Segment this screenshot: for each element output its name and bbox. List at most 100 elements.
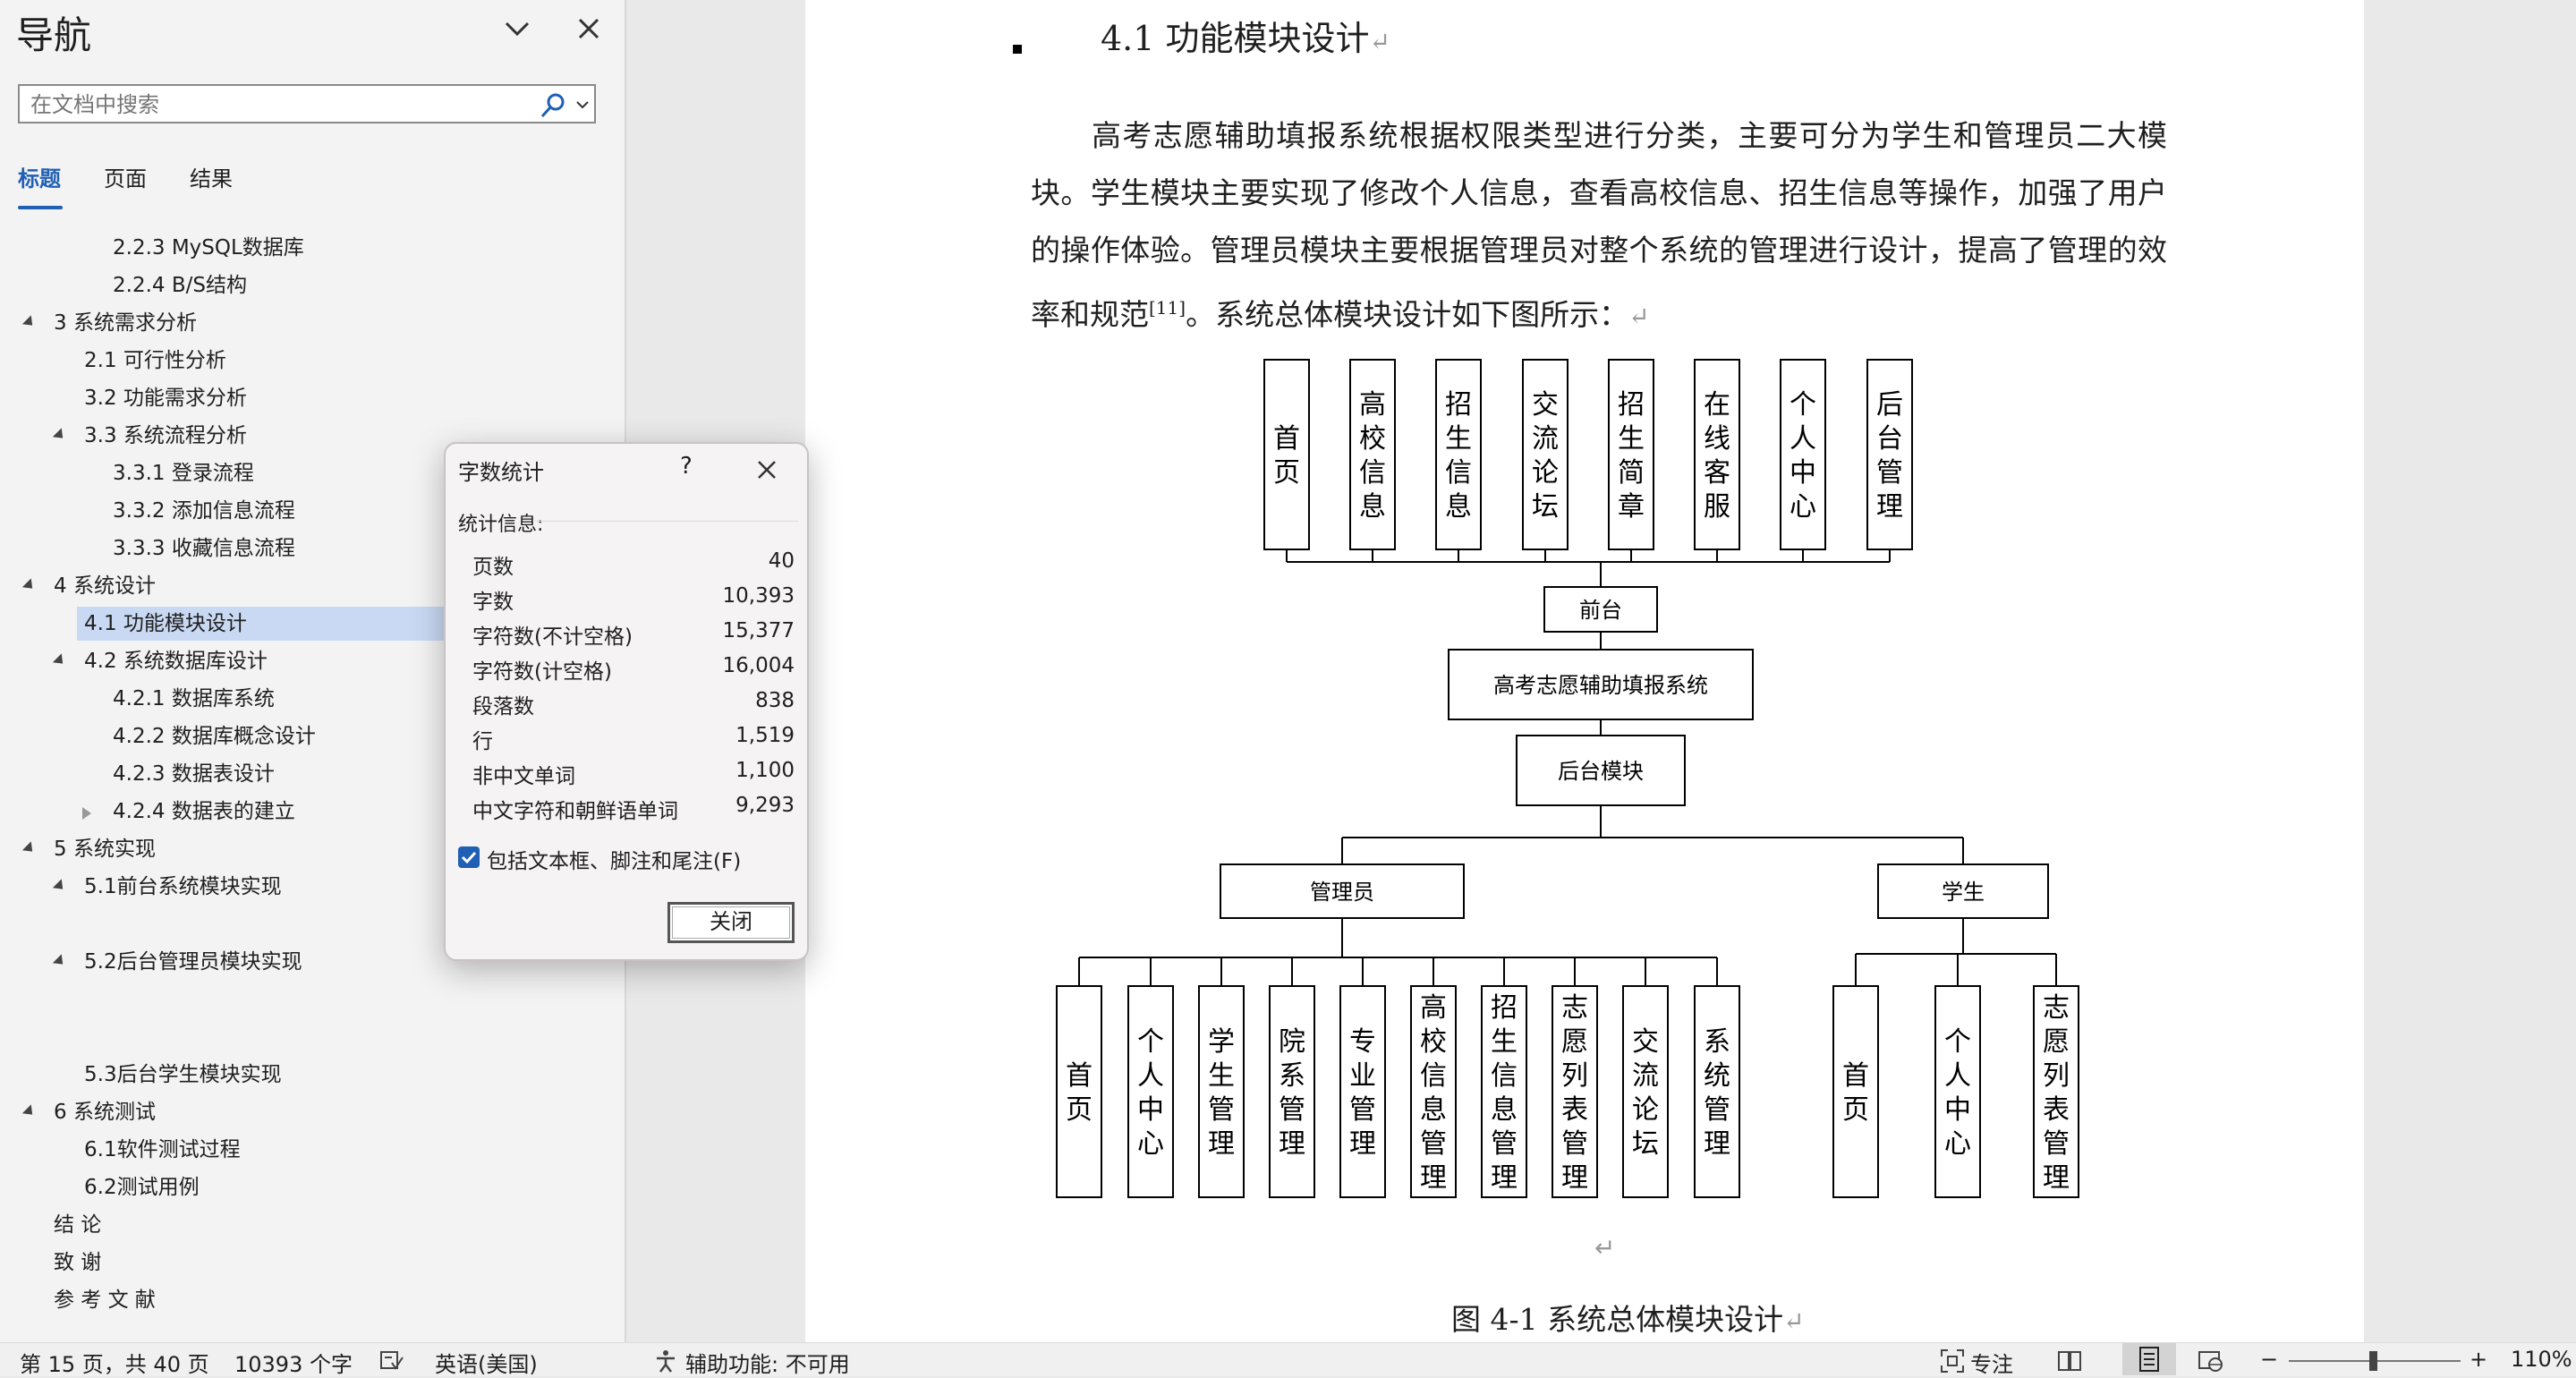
module-box [1263, 359, 1310, 550]
search-options-chevron-icon[interactable] [574, 97, 591, 113]
outline-item[interactable]: 3.3.1 登录流程 [113, 456, 254, 490]
module-box [1934, 985, 1981, 1198]
outline-item[interactable]: 2.1 可行性分析 [84, 344, 226, 378]
expand-triangle-icon[interactable] [21, 315, 38, 330]
focus-icon[interactable] [1940, 1348, 1965, 1374]
stat-value: 40 [768, 549, 795, 573]
zoom-in-button[interactable]: + [2470, 1347, 2488, 1372]
expand-triangle-icon[interactable] [52, 954, 68, 969]
outline-item[interactable]: 3.3.2 添加信息流程 [113, 494, 295, 528]
module-label: 个人中心 [1790, 389, 1816, 523]
expand-triangle-icon[interactable] [52, 653, 68, 668]
outline-item-label: 5.2后台管理员模块实现 [84, 950, 302, 974]
outline-item-label: 4.2 系统数据库设计 [84, 650, 268, 673]
module-label: 招生简章 [1618, 389, 1645, 523]
outline-item[interactable]: 4.2.1 数据库系统 [113, 682, 275, 716]
body-paragraph[interactable]: 高考志愿辅助填报系统根据权限类型进行分类，主要可分为学生和管理员二大模块。学生模… [1031, 118, 2167, 332]
search-icon[interactable] [539, 91, 567, 120]
tab-headings[interactable]: 标题 [18, 166, 61, 191]
module-label: 首页 [1066, 1060, 1092, 1126]
section-heading: 4.1 功能模块设计↵ [1101, 19, 1390, 58]
proofing-icon[interactable] [379, 1350, 404, 1372]
tab-results[interactable]: 结果 [190, 166, 233, 191]
stat-label: 字符数(计空格) [472, 660, 612, 684]
outline-item[interactable]: 结 论 [54, 1208, 101, 1242]
outline-item[interactable]: 3.2 功能需求分析 [84, 381, 247, 415]
statistics-label: 统计信息: [458, 514, 544, 536]
collapsed-triangle-icon[interactable] [82, 807, 91, 820]
document-page: 4.1 功能模块设计↵ 高考志愿辅助填报系统根据权限类型进行分类，主要可分为学生… [805, 0, 2364, 1342]
module-label: 交流论坛 [1532, 389, 1559, 523]
outline-item[interactable]: 5.1前台系统模块实现 [52, 870, 282, 904]
outline-item[interactable]: 4.2 系统数据库设计 [52, 644, 268, 678]
outline-item[interactable]: 5 系统实现 [21, 832, 156, 866]
help-button[interactable]: ? [680, 453, 693, 480]
tab-pages[interactable]: 页面 [104, 166, 147, 191]
module-label: 在线客服 [1704, 389, 1730, 523]
system-box [1448, 649, 1754, 720]
module-box [1127, 985, 1174, 1198]
stat-row: 字符数(不计空格)15,377 [472, 619, 795, 653]
outline-item-label: 5.1前台系统模块实现 [84, 875, 282, 898]
stat-label: 字数 [472, 591, 514, 614]
expand-triangle-icon[interactable] [21, 578, 38, 593]
outline-item[interactable]: 4.1 功能模块设计 [77, 607, 451, 641]
outline-item[interactable]: 2.2.4 B/S结构 [113, 268, 247, 302]
web-layout-icon[interactable] [2198, 1348, 2224, 1374]
divider [535, 521, 798, 522]
outline-item[interactable]: 3.3.3 收藏信息流程 [113, 532, 295, 566]
outline-item[interactable]: 参 考 文 献 [54, 1283, 156, 1317]
outline-item[interactable]: 6.2测试用例 [84, 1170, 200, 1204]
close-button[interactable]: 关闭 [667, 902, 795, 943]
module-box [1349, 359, 1396, 550]
focus-mode-button[interactable]: 专注 [1970, 1352, 2013, 1377]
accessibility-icon[interactable] [653, 1348, 678, 1374]
outline-item-label: 6.1软件测试过程 [84, 1138, 241, 1161]
outline-item-label: 3 系统需求分析 [54, 311, 197, 335]
expand-triangle-icon[interactable] [21, 841, 38, 856]
include-textboxes-label[interactable]: 包括文本框、脚注和尾注(F) [487, 850, 742, 873]
module-label: 系统管理 [1704, 1026, 1730, 1160]
zoom-out-button[interactable]: − [2260, 1347, 2279, 1372]
search-input[interactable] [29, 88, 551, 122]
module-label: 招生信息 [1445, 389, 1472, 523]
expand-triangle-icon[interactable] [21, 1104, 38, 1119]
outline-item[interactable]: 3.3 系统流程分析 [52, 419, 247, 453]
zoom-slider-thumb[interactable] [2369, 1351, 2378, 1371]
expand-triangle-icon[interactable] [52, 879, 68, 894]
outline-item[interactable]: 5.2后台管理员模块实现 [52, 945, 302, 979]
outline-item-label: 参 考 文 献 [54, 1289, 156, 1312]
print-layout-icon[interactable] [2122, 1343, 2176, 1375]
module-box [1780, 359, 1826, 550]
outline-item[interactable]: 3 系统需求分析 [21, 306, 197, 340]
citation-reference[interactable]: [11] [1149, 297, 1186, 319]
outline-item-label: 3.3.2 添加信息流程 [113, 499, 295, 523]
outline-item[interactable]: 6 系统测试 [21, 1095, 156, 1129]
dialog-close-icon[interactable] [753, 456, 780, 483]
read-mode-icon[interactable] [2056, 1348, 2083, 1374]
module-box [1198, 985, 1245, 1198]
outline-item-label: 5 系统实现 [54, 838, 156, 861]
expand-triangle-icon[interactable] [52, 428, 68, 443]
language[interactable]: 英语(美国) [435, 1352, 538, 1377]
module-label: 高校信息 [1359, 389, 1386, 523]
zoom-level[interactable]: 110% [2511, 1347, 2572, 1372]
outline-item[interactable]: 2.2.3 MySQL数据库 [113, 231, 304, 265]
close-icon[interactable] [573, 13, 605, 45]
outline-item[interactable]: 4.2.3 数据表设计 [113, 757, 275, 791]
word-count[interactable]: 10393 个字 [234, 1352, 353, 1377]
outline-item[interactable]: 致 谢 [54, 1246, 101, 1280]
chevron-down-icon[interactable] [501, 13, 533, 45]
outline-item[interactable]: 4.2.2 数据库概念设计 [113, 719, 316, 753]
module-label: 高校信息管理 [1420, 992, 1447, 1194]
outline-item[interactable]: 4 系统设计 [21, 569, 156, 603]
outline-item[interactable]: 5.3后台学生模块实现 [84, 1058, 282, 1092]
outline-item[interactable]: 6.1软件测试过程 [84, 1133, 241, 1167]
page-count[interactable]: 第 15 页，共 40 页 [20, 1352, 209, 1377]
accessibility-status[interactable]: 辅助功能: 不可用 [685, 1352, 850, 1377]
include-textboxes-checkbox[interactable] [458, 846, 480, 868]
nav-title: 导航 [16, 13, 92, 57]
outline-item[interactable]: 4.2.4 数据表的建立 [82, 795, 295, 829]
